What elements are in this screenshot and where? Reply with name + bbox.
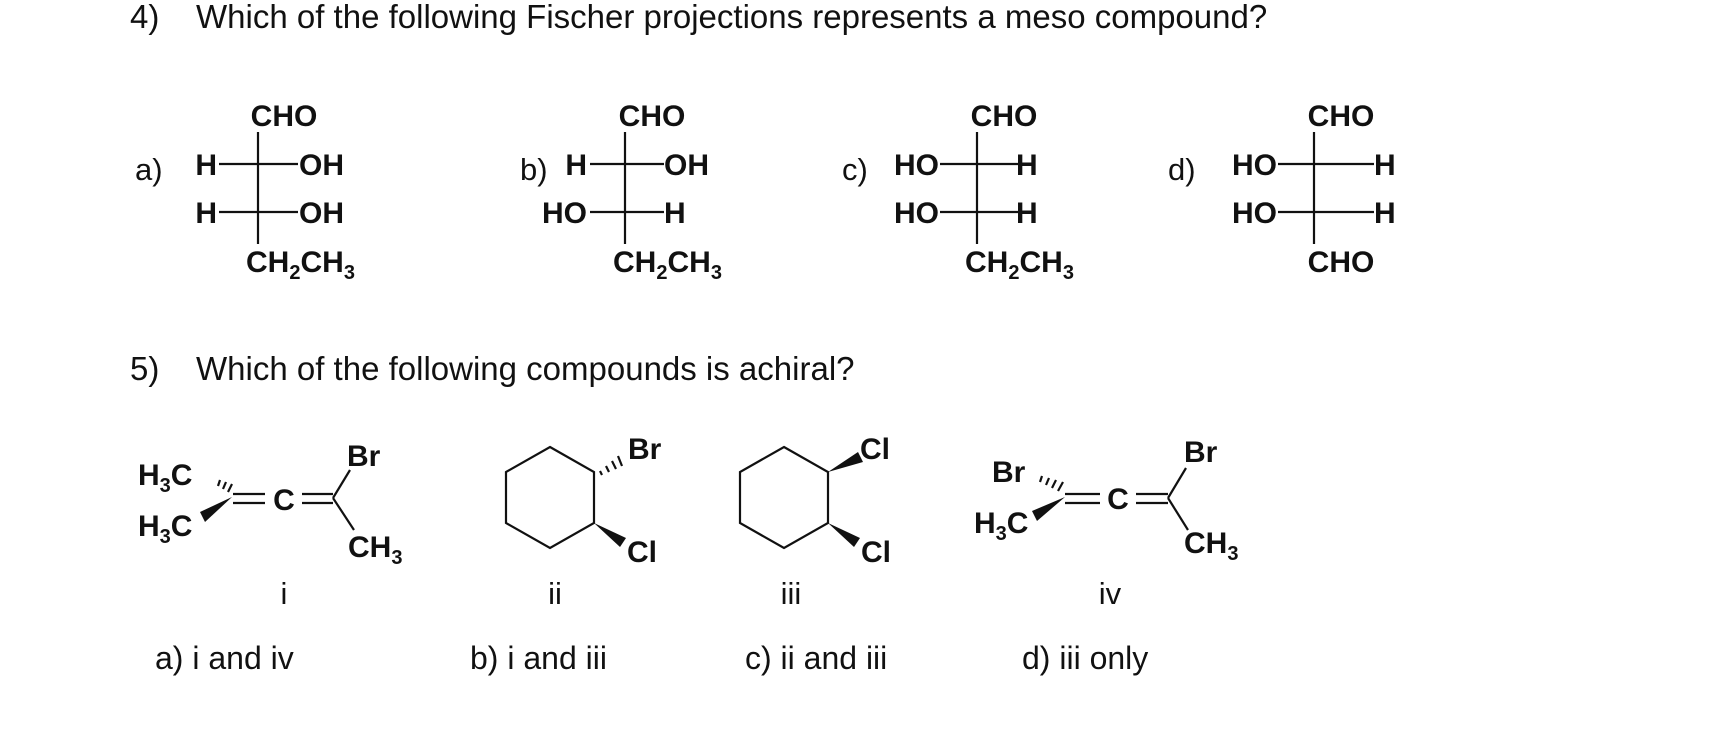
fischer-d-row1-right: H (1374, 149, 1396, 182)
compound-i: H3C H3C C Br CH3 i (138, 440, 402, 611)
compound-iii: Cl Cl iii (738, 433, 891, 611)
fischer-a-bottom: CH2CH3 (246, 246, 355, 284)
answer-c[interactable]: c) ii and iii (745, 640, 887, 676)
fischer-a-row1-right: OH (299, 149, 344, 182)
fischer-d-bottom: CHO (1308, 246, 1375, 279)
compound-i-upper-right: Br (347, 440, 381, 473)
compound-ii-numeral: ii (548, 576, 562, 611)
fischer-option-c-label: c) (842, 152, 868, 187)
question-4: 4) Which of the following Fischer project… (130, 0, 1267, 36)
compound-iv-upper-left: Br (992, 456, 1026, 489)
question-5-text: Which of the following compounds is achi… (196, 350, 855, 387)
fischer-b-row1-left: H (565, 149, 587, 182)
compound-ii: Br Cl ii (504, 433, 662, 611)
compound-iv-center: C (1107, 483, 1129, 516)
fischer-option-d-label: d) (1168, 152, 1196, 187)
fischer-option-d: d) CHO HO H HO H CHO (1168, 100, 1396, 279)
answer-a[interactable]: a) i and iv (155, 640, 294, 676)
fischer-b-row1-right: OH (664, 149, 709, 182)
question-5: 5) Which of the following compounds is ac… (130, 350, 855, 388)
fischer-d-row2-left: HO (1232, 197, 1277, 230)
fischer-b-top: CHO (619, 100, 686, 133)
fischer-d-row2-right: H (1374, 197, 1396, 230)
compound-i-lower-left: H3C (138, 510, 192, 548)
fischer-b-bottom: CH2CH3 (613, 246, 722, 284)
compound-iv-lower-right: CH3 (1184, 527, 1238, 565)
question-4-number: 4) (130, 0, 160, 35)
fischer-c-top: CHO (971, 100, 1038, 133)
compound-ii-top: Br (628, 433, 662, 466)
compound-i-center: C (273, 484, 295, 517)
compound-iv: Br H3C C Br CH3 iv (974, 436, 1238, 611)
compound-iii-bottom: Cl (861, 536, 891, 569)
compound-i-numeral: i (281, 576, 288, 611)
question-4-text: Which of the following Fischer projectio… (196, 0, 1268, 35)
fischer-a-row2-left: H (195, 197, 217, 230)
fischer-d-row1-left: HO (1232, 149, 1277, 182)
fischer-a-top: CHO (251, 100, 318, 133)
fischer-c-row1-right: H (1016, 149, 1038, 182)
compound-ii-bottom: Cl (627, 536, 657, 569)
fischer-option-a: a) CHO H OH H OH CH2CH3 (135, 100, 355, 284)
fischer-c-bottom: CH2CH3 (965, 246, 1074, 284)
fischer-b-row2-right: H (664, 197, 686, 230)
fischer-c-row2-right: H (1016, 197, 1038, 230)
compound-i-upper-left: H3C (138, 459, 192, 497)
question-5-number: 5) (130, 350, 160, 387)
fischer-b-row2-left: HO (542, 197, 587, 230)
fischer-a-row1-left: H (195, 149, 217, 182)
compound-iv-upper-right: Br (1184, 436, 1218, 469)
compound-iii-numeral: iii (781, 576, 802, 611)
fischer-option-a-label: a) (135, 152, 163, 187)
fischer-c-row1-left: HO (894, 149, 939, 182)
compound-i-lower-right: CH3 (348, 531, 402, 569)
compound-iv-lower-left: H3C (974, 507, 1028, 545)
fischer-option-b-label: b) (520, 152, 548, 187)
compound-iii-top: Cl (860, 433, 890, 466)
compound-iv-numeral: iv (1099, 576, 1122, 611)
answer-b[interactable]: b) i and iii (470, 640, 607, 676)
fischer-c-row2-left: HO (894, 197, 939, 230)
fischer-option-c: c) CHO HO H HO H CH2CH3 (842, 100, 1074, 284)
fischer-option-b: b) CHO H OH HO H CH2CH3 (520, 100, 722, 284)
fischer-a-row2-right: OH (299, 197, 344, 230)
fischer-d-top: CHO (1308, 100, 1375, 133)
answer-d[interactable]: d) iii only (1022, 640, 1148, 676)
